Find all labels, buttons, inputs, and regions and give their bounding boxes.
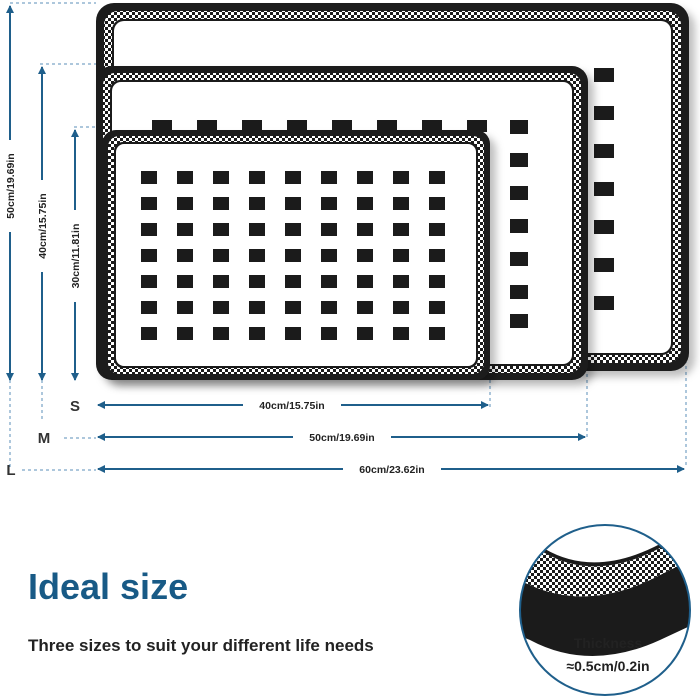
mat-medium-squares: [152, 120, 528, 328]
height-label-large: 50cm/19.69in: [5, 153, 17, 218]
thickness-title: Thickness: [574, 635, 643, 651]
headline: Ideal size: [28, 566, 189, 607]
mat-small: [102, 130, 490, 380]
width-labels: 40cm/15.75in 50cm/19.69in 60cm/23.62in: [243, 398, 441, 476]
height-label-small: 30cm/11.81in: [70, 224, 82, 289]
subline: Three sizes to suit your different life …: [28, 636, 374, 655]
size-letter-small: S: [70, 398, 80, 415]
width-label-large: 60cm/23.62in: [359, 464, 424, 476]
size-letter-medium: M: [38, 430, 51, 447]
thickness-closeup: [520, 525, 690, 656]
height-label-medium: 40cm/15.75in: [37, 193, 49, 258]
thickness-value: ≈0.5cm/0.2in: [566, 658, 649, 674]
mat-large-squares: [594, 68, 614, 310]
width-label-medium: 50cm/19.69in: [309, 432, 374, 444]
size-letter-large: L: [6, 462, 15, 479]
width-label-small: 40cm/15.75in: [259, 400, 324, 412]
height-labels: 50cm/19.69in 40cm/15.75in 30cm/11.81in: [2, 140, 83, 302]
mat-small-squares: [141, 171, 445, 340]
thickness-callout: Thickness ≈0.5cm/0.2in: [519, 524, 691, 696]
